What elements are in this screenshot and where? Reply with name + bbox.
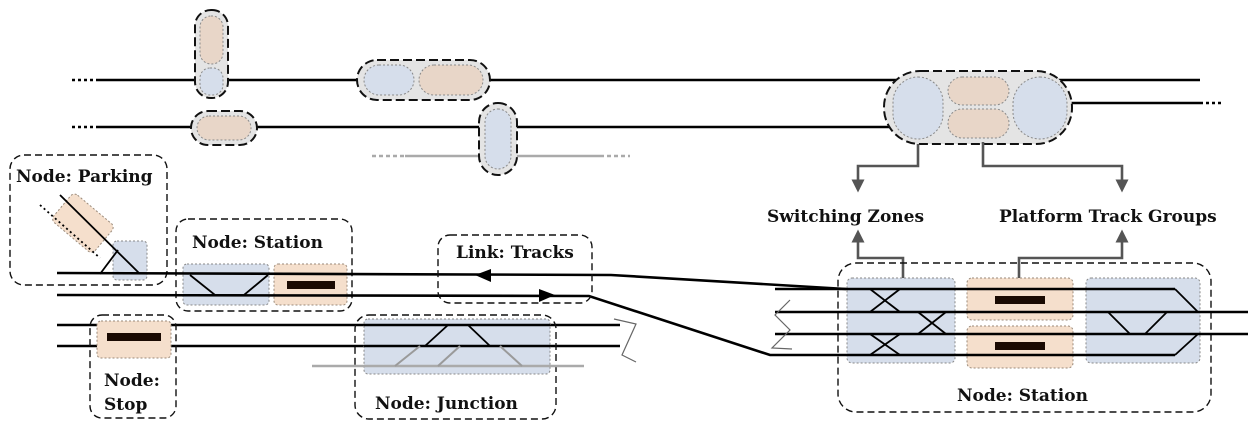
track-bend — [613, 318, 637, 363]
crossover — [869, 288, 901, 313]
abstract-platform-bottom — [947, 108, 1010, 139]
switching-zone-right — [1085, 277, 1201, 364]
abstract-platform-top — [947, 76, 1010, 106]
station-node-right-boundary — [837, 262, 1212, 413]
parking-track — [39, 204, 101, 259]
station-node-right-label: Node: Station — [957, 386, 1088, 406]
parking-platform — [52, 193, 114, 253]
right-switch — [1174, 333, 1199, 356]
abstract-network — [72, 9, 1222, 176]
abstract-platform — [418, 64, 484, 96]
annotation-arrows — [851, 142, 1129, 278]
arrow-to-platform-track-groups — [981, 142, 1129, 193]
link-tracks-boundary — [437, 234, 593, 304]
abstract-switching-zone-left — [892, 76, 944, 140]
junction-switch — [424, 324, 491, 347]
stop-node-boundary — [89, 314, 177, 419]
parking-track — [99, 249, 119, 275]
abstract-platform — [196, 115, 252, 141]
platform-bar — [107, 333, 161, 341]
junction-node: Node: Junction — [312, 314, 584, 420]
junction-grey-switch — [499, 345, 523, 367]
arrow-up-platform-track-groups — [1017, 229, 1129, 278]
abstract-switching-zone — [363, 64, 415, 96]
abstract-switching-zone — [199, 67, 224, 96]
parking-node-boundary — [9, 154, 168, 286]
switching-zones-label: Switching Zones — [767, 207, 924, 227]
station-node-left-boundary — [175, 218, 353, 312]
platform-bar — [287, 281, 335, 289]
platform-bar — [995, 342, 1045, 350]
platform-bar — [995, 296, 1045, 304]
switching-zone-left — [846, 277, 956, 364]
parking-node-label: Node: Parking — [16, 167, 153, 187]
parking-switching-zone — [112, 240, 148, 281]
junction-grey-switch — [437, 345, 461, 367]
station-node-right: Node: Station — [770, 262, 1248, 413]
direction-arrow-right — [539, 289, 555, 302]
parking-node: Node: Parking — [9, 154, 168, 286]
arrow-up-switching-zones — [851, 229, 905, 278]
crossover — [869, 333, 901, 356]
parking-track — [59, 194, 141, 275]
junction-node-label: Node: Junction — [375, 394, 518, 414]
track-upper — [56, 271, 847, 291]
station-node-left-label: Node: Station — [192, 233, 323, 253]
station-node-left: Node: Station — [175, 218, 353, 312]
abstract-switching-zone-right — [1012, 76, 1068, 140]
track-lower — [56, 293, 846, 357]
crossover — [917, 311, 947, 335]
stop-node-label-line1: Node: — [104, 371, 160, 391]
right-switch — [1174, 288, 1199, 313]
abstract-platform — [199, 15, 224, 65]
abstract-switching-zone — [484, 108, 512, 170]
stop-node-label-line2: Stop — [104, 395, 147, 415]
junction-grey-switch — [394, 345, 421, 367]
link-tracks: Link: Tracks — [56, 234, 847, 357]
arrow-to-switching-zones — [851, 144, 920, 193]
platform-track-groups-label: Platform Track Groups — [999, 207, 1217, 227]
track-bend — [770, 299, 793, 350]
direction-arrow-left — [475, 269, 491, 282]
right-switch — [1107, 311, 1168, 335]
link-tracks-label: Link: Tracks — [456, 243, 574, 263]
